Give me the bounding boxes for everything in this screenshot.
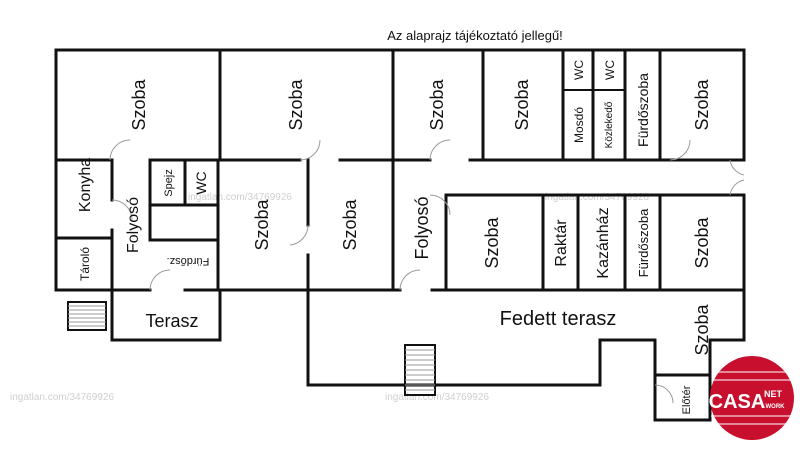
watermark: ingatlan.com/34769926 [10,392,114,403]
room-labels: Szoba Szoba Szoba Szoba Szoba WC WC Mosd… [77,60,712,415]
room-szoba: Szoba [427,78,447,130]
room-kozlekedo: Közlekedő [604,101,615,148]
logo-circle [710,356,794,440]
room-szoba: Szoba [286,78,306,130]
room-wc: WC [572,60,586,80]
room-szoba: Szoba [692,78,712,130]
room-terasz: Terasz [145,311,198,331]
watermark: ingatlan.com/34769926 [188,192,292,203]
stairs-middle [404,344,436,396]
logo-suffix-bottom: WORK [766,404,786,410]
room-wc: WC [193,171,209,194]
watermark: ingatlan.com/34769926 [545,192,649,203]
room-wc: WC [603,60,617,80]
stairs-left [67,301,107,331]
disclaimer-note: Az alaprajz tájékoztató jellegű! [387,28,563,43]
room-szoba: Szoba [692,303,712,355]
room-fedett-terasz: Fedett terasz [500,308,617,330]
room-kazanhaz: Kazánház [595,207,612,278]
room-tarolo: Tároló [78,247,92,281]
room-szoba: Szoba [512,78,532,130]
room-furdo: Fürdősz. [167,255,210,267]
room-furdoszoba: Fürdőszoba [636,208,651,277]
left-wing-walls [54,158,310,292]
room-szoba: Szoba [252,198,272,250]
outer-walls [54,48,746,422]
room-eloter: Előtér [681,385,693,414]
middle-wing-walls [306,158,746,377]
room-spejz: Spejz [163,169,175,197]
top-row-walls [54,48,746,162]
room-szoba: Szoba [129,78,149,130]
room-szoba: Szoba [692,216,712,268]
room-mosdo: Mosdó [572,107,586,143]
logo-suffix-top: NET [764,389,783,399]
room-furdoszoba: Fürdőszoba [635,73,651,147]
room-konyha: Konyha [77,158,94,212]
room-szoba: Szoba [482,216,502,268]
room-folyoso: Folyosó [125,197,142,253]
watermark: ingatlan.com/34769926 [385,392,489,403]
logo-brand: CASA [709,391,766,413]
casa-network-logo: CASA NET WORK [709,356,794,440]
room-szoba: Szoba [340,198,360,250]
room-folyoso: Folyosó [412,196,432,259]
room-raktar: Raktár [553,219,570,267]
door-swings [109,139,745,404]
